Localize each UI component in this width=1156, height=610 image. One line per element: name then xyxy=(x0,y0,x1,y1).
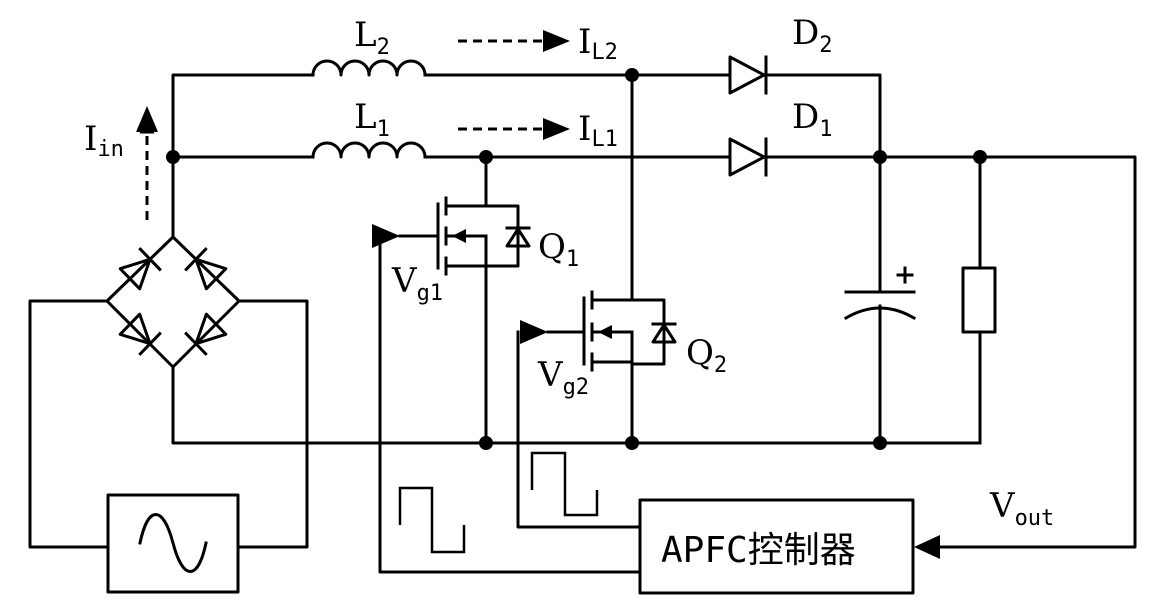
vg1-arrow-icon xyxy=(372,224,400,248)
label-vg1: Vg1 xyxy=(391,261,443,306)
mosfet-q1-icon xyxy=(398,155,531,445)
diode-d2-icon xyxy=(728,55,768,95)
ac-wire-left xyxy=(28,299,110,549)
apfc-controller-box xyxy=(638,498,915,595)
il2-arrow xyxy=(458,30,570,52)
vg1-wire xyxy=(378,234,642,574)
il1-arrow xyxy=(458,118,570,140)
inductor-l2-icon xyxy=(311,59,427,77)
bottom-rail xyxy=(171,365,982,445)
label-il1: IL1 xyxy=(578,109,618,152)
capacitor-icon xyxy=(843,155,917,445)
resistor-icon xyxy=(961,155,997,445)
ac-wire-right xyxy=(236,299,309,549)
square-wave-icon xyxy=(398,486,466,554)
label-q2: Q2 xyxy=(686,333,727,378)
label-d2: D2 xyxy=(792,13,833,58)
square-wave-icon xyxy=(530,451,599,517)
label-l1: L1 xyxy=(354,97,390,142)
inductor-l1-icon xyxy=(311,141,427,159)
top-rail-l2 xyxy=(171,55,882,159)
label-il2: IL2 xyxy=(578,22,618,65)
apfc-controller-label: APFC控制器 xyxy=(661,530,856,571)
label-l2: L2 xyxy=(354,15,390,60)
label-q1: Q1 xyxy=(538,227,579,272)
mid-rail-l1 xyxy=(171,137,1137,549)
sine-source-icon xyxy=(106,493,240,594)
label-vg2: Vg2 xyxy=(537,355,589,400)
bridge-rectifier-icon xyxy=(105,155,241,369)
diode-d1-icon xyxy=(728,137,768,177)
label-iin: Iin xyxy=(84,119,124,162)
junction-dots xyxy=(166,68,987,450)
vg2-arrow-icon xyxy=(520,320,548,344)
vout-arrow-icon xyxy=(914,535,940,559)
label-vout: Vout xyxy=(989,486,1054,531)
label-d1: D1 xyxy=(792,97,833,142)
mosfet-q2-icon xyxy=(546,73,677,445)
vg2-wire xyxy=(516,330,642,529)
